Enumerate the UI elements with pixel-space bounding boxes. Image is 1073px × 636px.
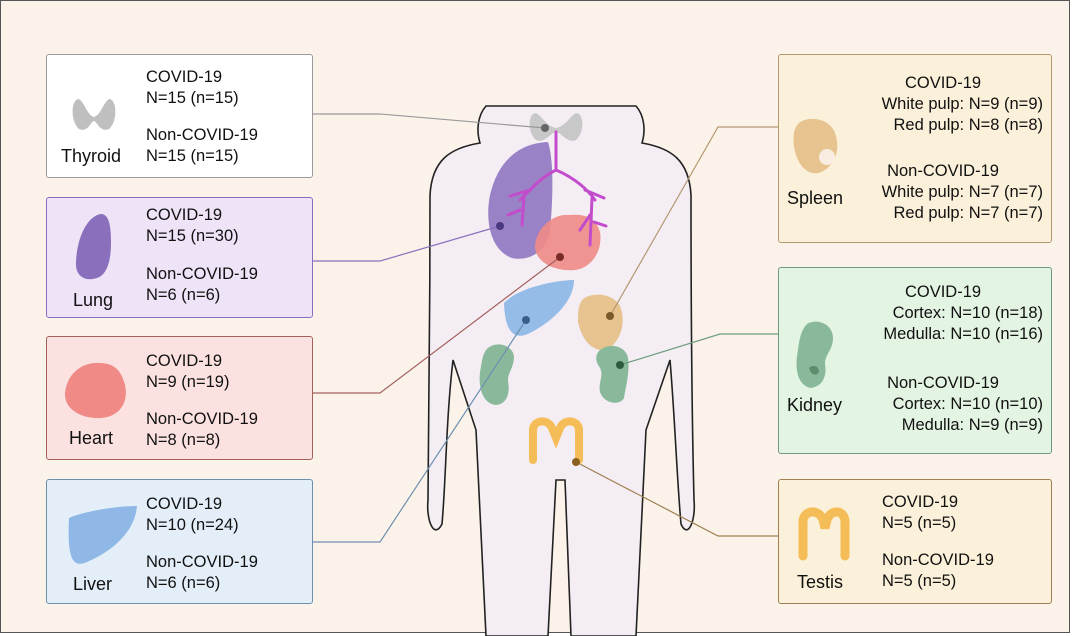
thyroid-noncovid-label: Non-COVID-19 [146, 125, 258, 146]
body-silhouette [428, 106, 695, 636]
kidney-noncovid-line-1: Cortex: N=10 (n=10) [843, 394, 1043, 415]
liver-noncovid-label: Non-COVID-19 [146, 552, 258, 573]
lung-icon [75, 212, 115, 282]
kidney-covid-line-1: Cortex: N=10 (n=18) [843, 303, 1043, 324]
liver-noncovid-line-1: N=6 (n=6) [146, 573, 258, 594]
kidney-covid-label: COVID-19 [843, 282, 1043, 303]
lung-covid-line-1: N=15 (n=30) [146, 226, 239, 247]
kidney-card: Kidney COVID-19 Cortex: N=10 (n=18) Medu… [778, 267, 1052, 454]
kidney-name: Kidney [787, 395, 842, 416]
heart-icon [63, 361, 129, 421]
spleen-icon [791, 117, 841, 175]
spleen-noncovid-line-2: Red pulp: N=7 (n=7) [843, 203, 1043, 224]
lung-noncovid-label: Non-COVID-19 [146, 264, 258, 285]
liver-covid-label: COVID-19 [146, 494, 239, 515]
testis-name: Testis [797, 572, 843, 593]
thyroid-covid-line-1: N=15 (n=15) [146, 88, 239, 109]
kidney-noncovid-label: Non-COVID-19 [843, 373, 1043, 394]
heart-covid-line-1: N=9 (n=19) [146, 372, 229, 393]
lung-covid-label: COVID-19 [146, 205, 239, 226]
testis-covid-line-1: N=5 (n=5) [882, 513, 958, 534]
heart-noncovid-label: Non-COVID-19 [146, 409, 258, 430]
liver-covid-line-1: N=10 (n=24) [146, 515, 239, 536]
spleen-covid-line-2: Red pulp: N=8 (n=8) [843, 115, 1043, 136]
liver-name: Liver [73, 574, 112, 595]
spleen-covid-line-1: White pulp: N=9 (n=9) [843, 94, 1043, 115]
testis-icon [793, 504, 853, 564]
testis-covid-label: COVID-19 [882, 492, 958, 513]
lung-card: Lung COVID-19 N=15 (n=30) Non-COVID-19 N… [46, 197, 313, 318]
kidney-noncovid-line-2: Medulla: N=9 (n=9) [843, 415, 1043, 436]
spleen-noncovid-line-1: White pulp: N=7 (n=7) [843, 182, 1043, 203]
heart-card: Heart COVID-19 N=9 (n=19) Non-COVID-19 N… [46, 336, 313, 460]
spleen-name: Spleen [787, 188, 843, 209]
testis-noncovid-label: Non-COVID-19 [882, 550, 994, 571]
thyroid-name: Thyroid [61, 146, 121, 167]
heart-noncovid-line-1: N=8 (n=8) [146, 430, 258, 451]
lung-name: Lung [73, 290, 113, 311]
kidney-icon [795, 320, 839, 390]
lung-noncovid-line-1: N=6 (n=6) [146, 285, 258, 306]
thyroid-noncovid-line-1: N=15 (n=15) [146, 146, 258, 167]
spleen-card: Spleen COVID-19 White pulp: N=9 (n=9) Re… [778, 54, 1052, 243]
liver-icon [63, 502, 137, 568]
thyroid-covid-label: COVID-19 [146, 67, 239, 88]
liver-card: Liver COVID-19 N=10 (n=24) Non-COVID-19 … [46, 479, 313, 604]
spleen-covid-label: COVID-19 [843, 73, 1043, 94]
heart-covid-label: COVID-19 [146, 351, 229, 372]
testis-noncovid-line-1: N=5 (n=5) [882, 571, 994, 592]
spleen-noncovid-label: Non-COVID-19 [843, 161, 1043, 182]
thyroid-card: Thyroid COVID-19 N=15 (n=15) Non-COVID-1… [46, 54, 313, 178]
testis-card: Testis COVID-19 N=5 (n=5) Non-COVID-19 N… [778, 479, 1052, 604]
thyroid-icon [69, 97, 119, 137]
heart-name: Heart [69, 428, 113, 449]
kidney-covid-line-2: Medulla: N=10 (n=16) [843, 324, 1043, 345]
